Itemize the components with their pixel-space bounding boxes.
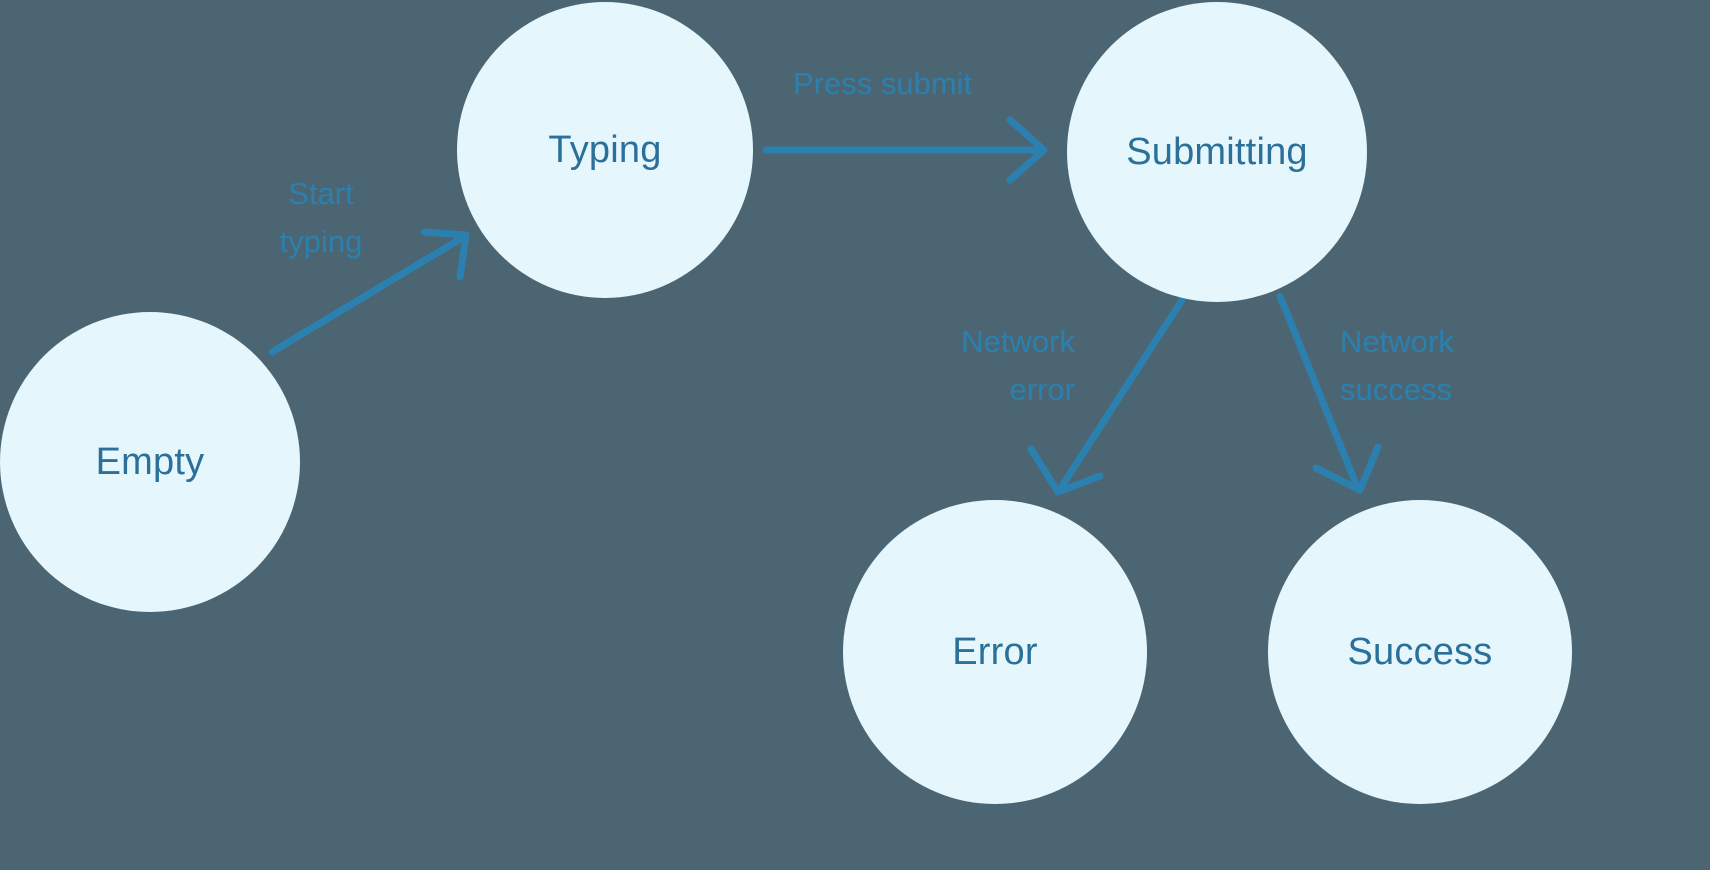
state-node-label: Error: [952, 631, 1038, 673]
edge-label-network-error: Network error: [961, 324, 1075, 408]
state-node-label: Empty: [95, 441, 205, 483]
state-node-empty[interactable]: Empty: [0, 312, 300, 612]
edge-label-press-submit: Press submit: [793, 66, 973, 101]
edge-label-start-typing: Start typing: [279, 176, 363, 260]
state-node-error[interactable]: Error: [843, 500, 1147, 804]
edge-label-network-success: Network success: [1340, 324, 1454, 408]
state-node-label: Success: [1347, 631, 1493, 673]
state-node-success[interactable]: Success: [1268, 500, 1572, 804]
state-node-submitting[interactable]: Submitting: [1067, 2, 1367, 302]
edge-typing-to-submitting: [762, 116, 1048, 184]
edge-submitting-to-success: [1276, 292, 1382, 494]
state-node-label: Submitting: [1126, 131, 1308, 173]
edge-empty-to-typing: [268, 228, 470, 356]
state-node-typing[interactable]: Typing: [457, 2, 753, 298]
edge-submitting-to-error: [1027, 296, 1186, 496]
state-node-label: Typing: [548, 129, 662, 171]
